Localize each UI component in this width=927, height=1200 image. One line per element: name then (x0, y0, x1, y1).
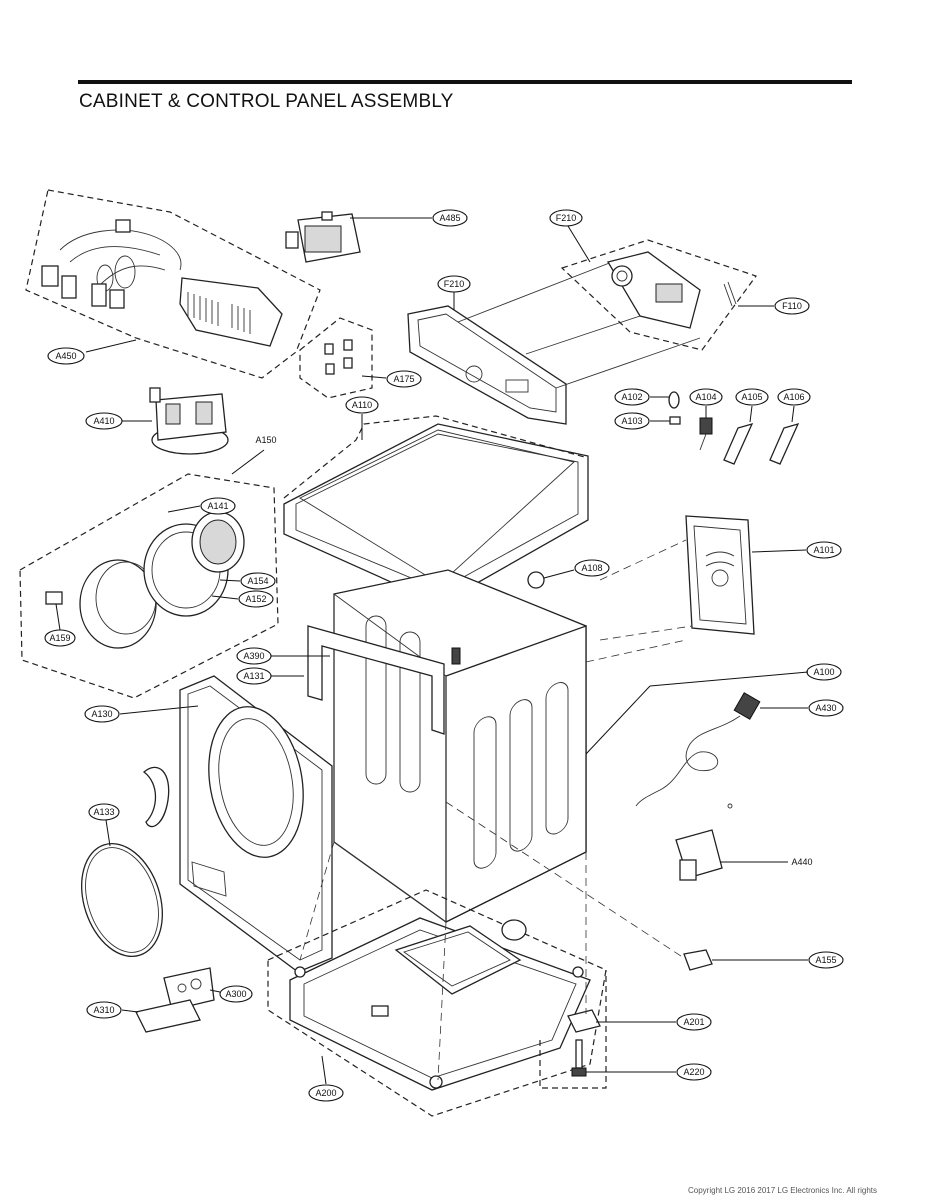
callout-label: A450 (55, 351, 76, 361)
callout-a410: A410 (85, 412, 123, 430)
callout-a154: A154 (240, 572, 276, 590)
a100-cabinet (270, 569, 651, 924)
callout-label: A485 (439, 213, 460, 223)
callout-a103: A103 (614, 412, 650, 430)
callout-a155: A155 (808, 951, 844, 969)
callout-a108: A108 (574, 559, 610, 577)
callout-a450: A450 (47, 347, 85, 365)
callout-label: A106 (783, 392, 804, 402)
callout-a110: A110 (345, 396, 379, 414)
callout-a390: A390 (236, 647, 272, 665)
callout-label: A410 (93, 416, 114, 426)
callout-a105: A105 (735, 388, 769, 406)
callout-label: A102 (621, 392, 642, 402)
callout-label: A100 (813, 667, 834, 677)
callout-a201: A201 (676, 1013, 712, 1031)
a200-base-frame (267, 841, 607, 1117)
a130-front-panel (119, 675, 333, 973)
callout-f210: F210 (437, 275, 471, 293)
callout-label: A141 (207, 501, 228, 511)
callout-label: A131 (243, 671, 264, 681)
callout-label: F210 (444, 279, 465, 289)
callout-a152: A152 (238, 590, 274, 608)
callout-label: A390 (243, 651, 264, 661)
callout-a101: A101 (806, 541, 842, 559)
callout-a100: A100 (649, 663, 842, 687)
callout-label: A175 (393, 374, 414, 384)
callout-label: A200 (315, 1088, 336, 1098)
diagram-title: CABINET & CONTROL PANEL ASSEMBLY (79, 91, 454, 112)
callout-a130: A130 (84, 705, 120, 723)
callout-label: A103 (621, 416, 642, 426)
callout-a159: A159 (44, 629, 76, 647)
a108-part (527, 569, 575, 589)
callout-label: A130 (91, 709, 112, 719)
a110-top-plate (283, 414, 589, 605)
callout-label: F110 (782, 301, 802, 311)
a150-door-group (19, 449, 279, 699)
a410-pressure-switch (122, 387, 229, 455)
callout-a175: A175 (386, 370, 422, 388)
callout-label: A133 (93, 807, 114, 817)
callout-a102: A102 (614, 388, 650, 406)
a440-part (675, 803, 788, 881)
callout-a310: A310 (86, 1001, 122, 1019)
a201-a220-foot (539, 852, 676, 1089)
callout-label: A101 (813, 545, 834, 555)
callout-label: A105 (741, 392, 762, 402)
callout-label: A310 (93, 1005, 114, 1015)
callout-label: A152 (245, 594, 266, 604)
door-gasket-piece (142, 766, 170, 828)
a485-display-board (285, 211, 432, 263)
a155-part (445, 801, 808, 971)
callout-a106: A106 (777, 388, 811, 406)
callout-a104: A104 (689, 388, 723, 406)
callout-a220: A220 (676, 1063, 712, 1081)
callout-a150: A150 (255, 435, 276, 445)
a430-power-cord (635, 692, 808, 807)
callout-label: A300 (225, 989, 246, 999)
a133-clamp-ring (81, 819, 163, 958)
callout-f210-top: F210 (549, 209, 583, 227)
callout-label: A150 (255, 435, 276, 445)
callout-label: A110 (352, 400, 372, 410)
callout-label: A220 (683, 1067, 704, 1077)
a450-harness-group (25, 189, 321, 379)
callout-a300: A300 (219, 985, 253, 1003)
a300-a310-parts (121, 967, 221, 1033)
callout-label: A108 (581, 563, 602, 573)
a175-clip-group (299, 317, 387, 399)
a101-rear-cover (585, 515, 807, 663)
copyright-text: Copyright LG 2016 2017 LG Electronics In… (688, 1186, 877, 1195)
callout-label: A201 (683, 1017, 704, 1027)
callout-a131: A131 (236, 667, 272, 685)
title-rule (78, 80, 852, 84)
control-panel-assembly (407, 225, 774, 425)
callout-a430: A430 (808, 699, 844, 717)
callout-a141: A141 (200, 497, 236, 515)
callout-label: A430 (815, 703, 836, 713)
callout-f110: F110 (774, 297, 810, 315)
callout-a440: A440 (791, 857, 812, 867)
callout-a485: A485 (432, 209, 468, 227)
callout-label: A159 (49, 633, 70, 643)
callout-label: A155 (815, 955, 836, 965)
callout-a200: A200 (308, 1084, 344, 1102)
callout-label: A154 (247, 576, 268, 586)
callout-label: A104 (695, 392, 716, 402)
callout-label: F210 (556, 213, 577, 223)
callout-a133: A133 (88, 803, 120, 821)
callout-label: A440 (791, 857, 812, 867)
a102-a106-parts (650, 391, 800, 465)
